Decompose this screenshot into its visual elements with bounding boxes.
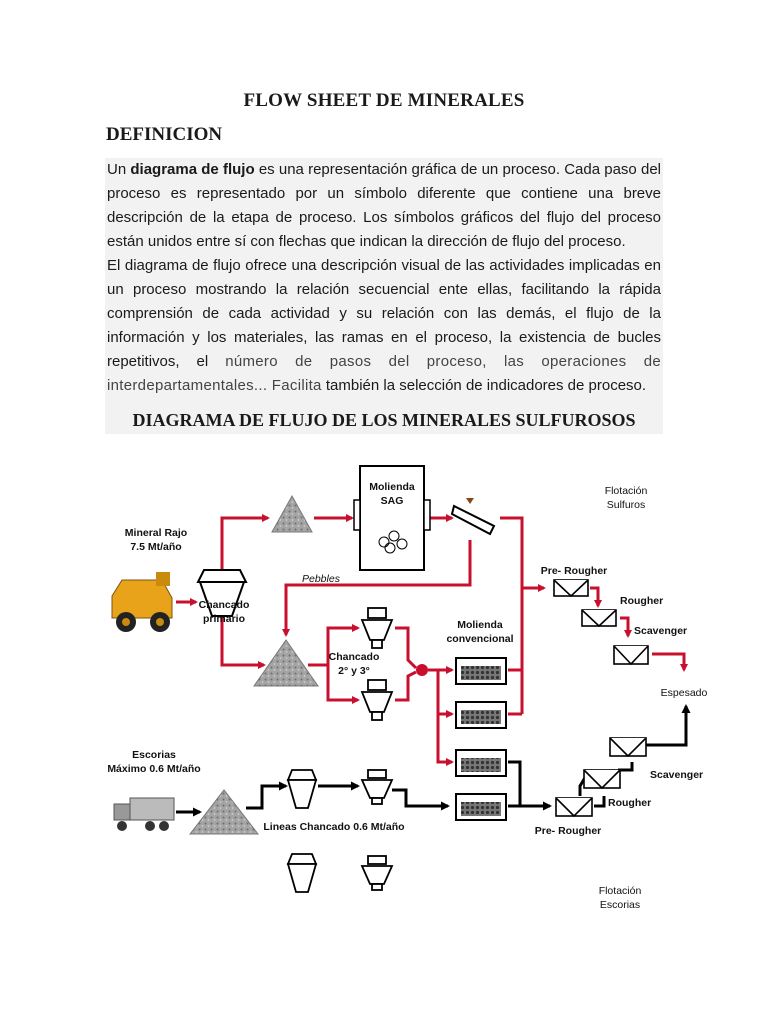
dump-truck-icon — [113, 797, 175, 831]
black-flow-lines — [176, 704, 691, 817]
label-scavenger-escorias: Scavenger — [650, 769, 703, 781]
secondary-crusher-icon — [360, 607, 394, 649]
section-heading: DEFINICION — [106, 124, 223, 145]
label-pre-rougher: Pre- Rougher — [541, 565, 608, 577]
label-chancado-primario-2: primario — [203, 613, 245, 625]
label-rougher: Rougher — [620, 595, 663, 607]
label-flotacion-escorias-1: Flotación — [599, 885, 642, 897]
flotation-cells-escorias — [555, 737, 647, 818]
stockpile-escorias-icon — [188, 789, 260, 835]
diagram-title: DIAGRAMA DE FLUJO DE LOS MINERALES SULFU… — [132, 410, 636, 430]
paragraph-1: Un diagrama de flujo es una representaci… — [107, 158, 661, 254]
pre-rougher-cell-icon — [555, 797, 593, 818]
paragraph-2-end: también la selección de indicadores de p… — [321, 377, 647, 394]
paragraph-1-rest: es una representación gráfica de un proc… — [107, 161, 661, 250]
flow-diagram: Mineral Rajo 7.5 Mt/año Chancado primari… — [107, 465, 708, 911]
document-title: FLOW SHEET DE MINERALES — [243, 90, 525, 111]
red-flow-lines — [220, 514, 688, 766]
scavenger-cell-icon — [613, 645, 649, 666]
label-chancado-23-2: 2° y 3° — [338, 665, 370, 677]
tertiary-crusher-icon — [360, 679, 394, 721]
definition-text-block: Un diagrama de flujo es una representaci… — [105, 158, 663, 434]
ball-mills — [455, 657, 507, 821]
ball-mill-icon — [455, 701, 507, 729]
label-molienda-convencional-1: Molienda — [457, 619, 503, 631]
haul-truck-icon — [111, 572, 173, 632]
label-escorias-1: Escorias — [132, 749, 176, 761]
label-escorias-2: Máximo 0.6 Mt/año — [107, 763, 200, 775]
label-mineral-rajo-2: 7.5 Mt/año — [130, 541, 181, 553]
label-pre-rougher-escorias: Pre- Rougher — [535, 825, 602, 837]
paragraph-1-bold-term: diagrama de flujo — [130, 161, 255, 178]
label-mineral-rajo-1: Mineral Rajo — [125, 527, 187, 539]
ball-mill-icon — [455, 793, 507, 821]
label-molienda-convencional-2: convencional — [446, 633, 513, 645]
paragraph-2: El diagrama de flujo ofrece una descripc… — [107, 254, 661, 398]
pre-rougher-cell-icon — [553, 579, 589, 598]
label-chancado-23-1: Chancado — [329, 651, 380, 663]
escorias-crusher-icon — [286, 853, 318, 893]
escorias-crusher-icon — [286, 769, 318, 809]
label-lineas-chancado: Lineas Chancado 0.6 Mt/año — [263, 821, 404, 833]
escorias-crusher-icon — [360, 855, 394, 891]
ball-mill-icon — [455, 749, 507, 777]
primary-crusher-icon — [196, 569, 248, 617]
stockpile-lower-icon — [253, 639, 319, 687]
flotation-cells-sulfuros — [553, 579, 649, 666]
label-flotacion-sulfuros-2: Sulfuros — [607, 499, 646, 511]
stockpile-upper-icon — [271, 494, 313, 533]
paragraph-2-soft: número de pasos del proceso, las operaci… — [107, 353, 661, 394]
label-chancado-primario-1: Chancado — [199, 599, 250, 611]
label-flotacion-escorias-2: Escorias — [600, 899, 640, 911]
rougher-cell-icon — [583, 769, 621, 790]
label-flotacion-sulfuros-1: Flotación — [605, 485, 648, 497]
junction-node — [416, 664, 428, 676]
paragraph-1-lead: Un — [107, 161, 131, 178]
scavenger-cell-icon — [609, 737, 647, 758]
sag-mill-icon — [353, 465, 431, 571]
paragraph-2-main: El diagrama de flujo ofrece una descripc… — [107, 257, 661, 370]
rougher-cell-icon — [581, 609, 617, 628]
label-pebbles: Pebbles — [302, 573, 341, 585]
ball-mill-icon — [455, 657, 507, 685]
label-scavenger: Scavenger — [634, 625, 687, 637]
screen-icon — [450, 498, 496, 536]
label-molienda-sag-1: Molienda — [369, 481, 415, 493]
label-espesado: Espesado — [661, 687, 708, 699]
label-rougher-escorias: Rougher — [608, 797, 651, 809]
escorias-crusher-icon — [360, 769, 394, 805]
label-molienda-sag-2: SAG — [381, 495, 404, 507]
